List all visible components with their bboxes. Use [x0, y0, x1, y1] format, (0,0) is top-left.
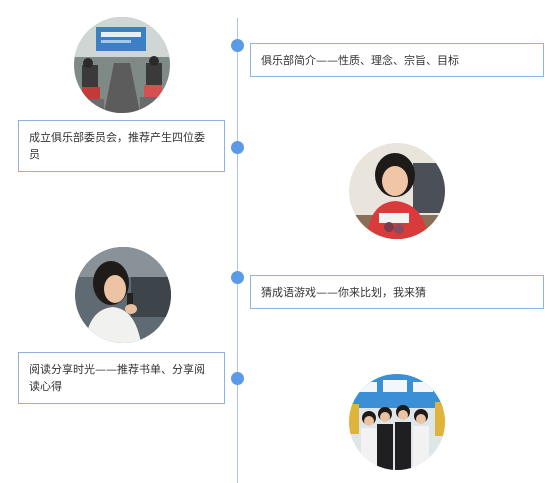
- timeline-dot: [231, 271, 244, 284]
- event-box: 俱乐部简介——性质、理念、宗旨、目标: [250, 43, 544, 77]
- timeline-dot: [231, 39, 244, 52]
- speaking-woman-photo: [75, 247, 171, 343]
- event-text: 阅读分享时光——推荐书单、分享阅读心得: [29, 363, 205, 393]
- group-photo: [349, 374, 445, 470]
- event-text: 猜成语游戏——你来比划，我来猜: [261, 285, 426, 299]
- timeline-line: [237, 18, 238, 483]
- event-text: 成立俱乐部委员会，推荐产生四位委员: [29, 131, 205, 161]
- event-box: 阅读分享时光——推荐书单、分享阅读心得: [18, 352, 225, 404]
- meeting-room-photo: [74, 17, 170, 113]
- event-text: 俱乐部简介——性质、理念、宗旨、目标: [261, 53, 459, 67]
- timeline-dot: [231, 372, 244, 385]
- event-box: 成立俱乐部委员会，推荐产生四位委员: [18, 120, 225, 172]
- event-box: 猜成语游戏——你来比划，我来猜: [250, 275, 544, 309]
- smiling-woman-photo: [349, 143, 445, 239]
- timeline-dot: [231, 141, 244, 154]
